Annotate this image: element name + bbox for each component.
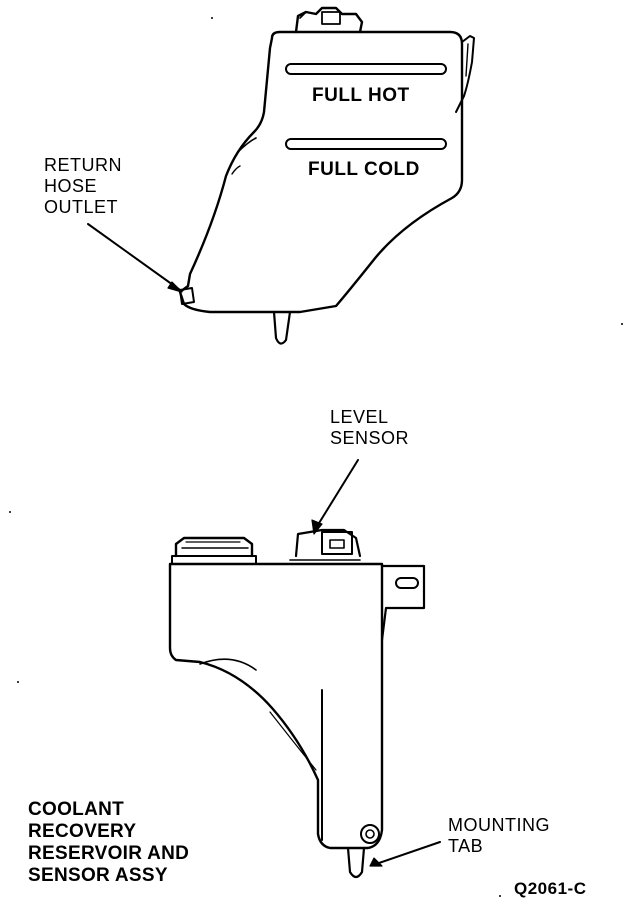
return-hose-outlet-line-2: HOSE xyxy=(44,176,98,196)
mounting-tab-line-1: MOUNTING xyxy=(448,815,550,835)
upper-filler-cap-drawing xyxy=(294,6,364,34)
return-hose-leader xyxy=(87,223,181,291)
mounting-tab-line-2: TAB xyxy=(448,836,484,856)
level-sensor-leader xyxy=(315,459,359,529)
full-cold-label: FULL COLD xyxy=(308,159,420,180)
upper-drain-nipple xyxy=(272,310,292,345)
full-hot-slot xyxy=(285,63,447,75)
upper-reservoir-body xyxy=(178,30,464,314)
level-sensor-label: LEVEL SENSOR xyxy=(330,408,409,450)
lower-drain-nipple xyxy=(346,846,366,879)
caption-line-1: COOLANT xyxy=(28,799,125,820)
lower-reservoir-body xyxy=(168,562,384,850)
lower-filler-cap-drawing xyxy=(171,536,257,565)
upper-reservoir-drawing xyxy=(87,6,475,345)
full-cold-slot xyxy=(285,138,447,150)
figure-caption: COOLANT RECOVERY RESERVOIR AND SENSOR AS… xyxy=(28,800,189,888)
upper-side-flange xyxy=(455,35,475,113)
return-hose-outlet-line-3: OUTLET xyxy=(44,197,119,217)
figure-id: Q2061-C xyxy=(514,879,587,898)
level-sensor-drawing xyxy=(289,528,362,561)
scan-speckles xyxy=(9,17,623,897)
level-sensor-line-1: LEVEL xyxy=(330,407,389,427)
caption-line-4: SENSOR ASSY xyxy=(28,865,168,886)
full-hot-label: FULL HOT xyxy=(312,85,410,106)
caption-line-3: RESERVOIR AND xyxy=(28,843,190,864)
mounting-tab-leader xyxy=(375,841,441,865)
return-hose-outlet-line-1: RETURN xyxy=(44,155,122,175)
mounting-tab-label: MOUNTING TAB xyxy=(448,816,550,858)
return-hose-outlet-label: RETURN HOSE OUTLET xyxy=(44,156,122,219)
lower-reservoir-drawing xyxy=(168,459,441,879)
mounting-tab-boss xyxy=(360,824,380,844)
return-hose-outlet-stub xyxy=(179,287,195,305)
level-sensor-line-2: SENSOR xyxy=(330,428,410,448)
caption-line-2: RECOVERY xyxy=(28,821,137,842)
mounting-bracket xyxy=(380,564,426,642)
